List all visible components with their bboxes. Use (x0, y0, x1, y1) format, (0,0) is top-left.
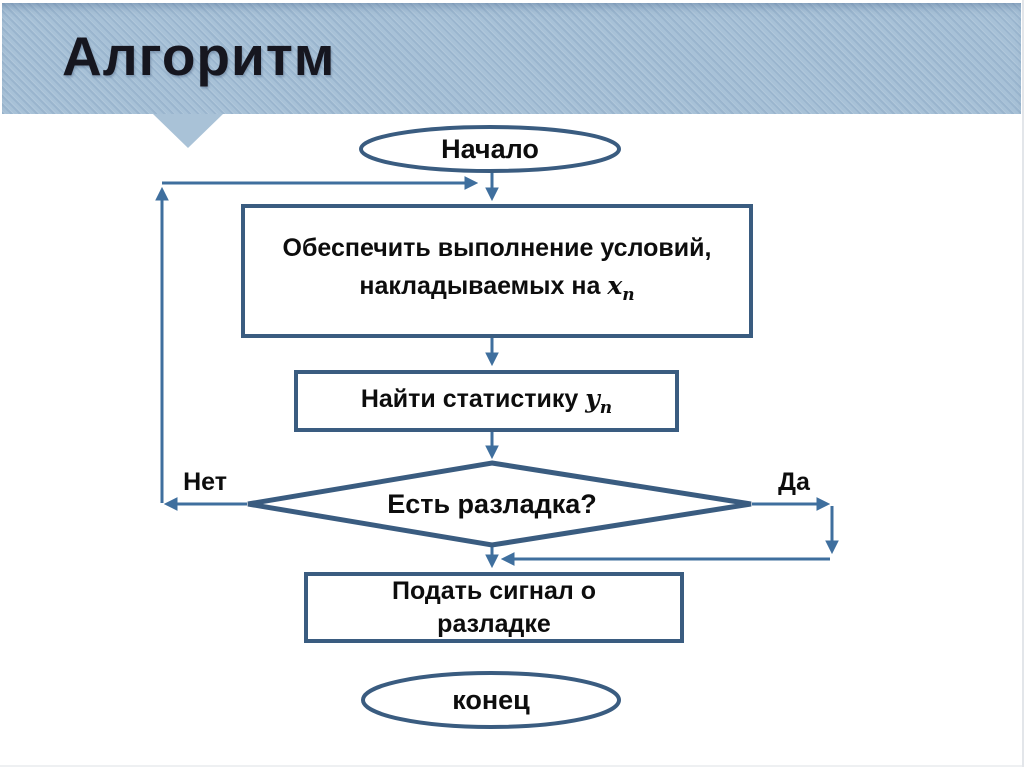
decision-label: Есть разладка? (387, 488, 597, 519)
process1-line2-prefix: накладываемых на (359, 271, 608, 300)
process1-label: Обеспечить выполнение условий, накладыва… (243, 206, 751, 336)
header-band (2, 3, 1021, 114)
process3-label: Подать сигнал о разладке (306, 574, 682, 641)
process2-label: Найти статистику yn (296, 372, 677, 430)
slide-title: Алгоритм (62, 25, 336, 87)
process2-math-var: yn (585, 384, 613, 418)
yes-branch-label: Да (778, 467, 810, 496)
decision-diamond-shape (247, 460, 752, 548)
process3-box-shape (304, 572, 684, 643)
process3-line2: разладке (437, 609, 551, 638)
end-terminator-label: конец (452, 684, 530, 715)
process1-math-var: xn (607, 270, 635, 305)
process2-box-shape (294, 370, 679, 432)
process2-prefix: Найти статистику (360, 385, 586, 413)
start-terminator-label: Начало (441, 133, 539, 164)
process1-line1: Обеспечить выполнение условий, (282, 233, 712, 262)
no-branch-label: Нет (183, 467, 227, 496)
end-terminator-shape (361, 671, 621, 729)
start-terminator-shape (359, 125, 621, 173)
process1-box-shape (241, 204, 753, 338)
process3-line1: Подать сигнал о (391, 576, 597, 605)
header-band-notch (153, 114, 223, 148)
